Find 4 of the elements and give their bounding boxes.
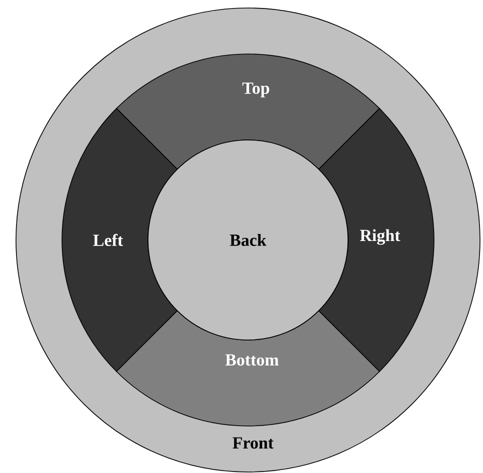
ring-segment: Left xyxy=(62,108,178,372)
ring-segment: Right xyxy=(318,108,434,372)
ring-segment: Top xyxy=(116,54,380,170)
ring-segment: Bottom xyxy=(116,310,380,426)
